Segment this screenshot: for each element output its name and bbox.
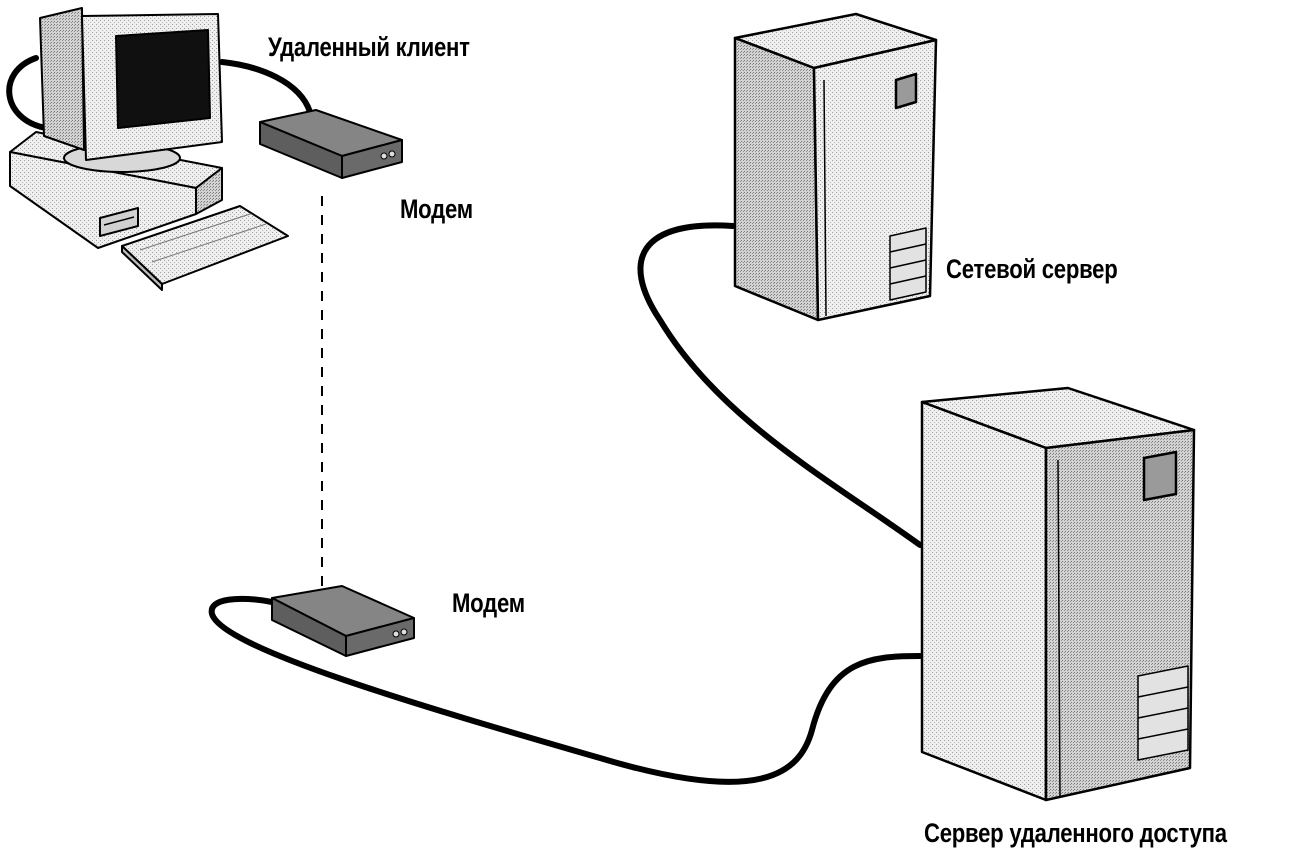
cable-client-modem: [6, 55, 313, 131]
network-server: [733, 12, 938, 322]
modem-bottom-side: [271, 597, 347, 657]
modem-top-side: [259, 121, 343, 179]
monitor-screen: [115, 29, 211, 129]
cable-modem-server: [208, 595, 923, 785]
label-network-server: Сетевой сервер: [946, 255, 1118, 285]
remote-client-computer: [9, 7, 289, 291]
label-modem-top: Модем: [400, 195, 473, 225]
network-server-panel: [894, 72, 918, 110]
cables: [6, 55, 923, 785]
pc-base-side: [195, 167, 223, 215]
network-server-drive-bays: [889, 227, 927, 301]
monitor-back: [39, 7, 85, 151]
ras-panel: [1142, 450, 1178, 502]
remote-access-server: [920, 386, 1196, 802]
label-modem-bottom: Модем: [452, 589, 525, 619]
ras-side: [920, 400, 1048, 802]
floppy-slot: [99, 207, 139, 237]
ras-drive-bays: [1137, 665, 1189, 761]
label-remote-client: Удаленный клиент: [268, 33, 470, 63]
pc-base-front: [9, 151, 197, 249]
modem-bottom: [271, 585, 415, 657]
modem-top: [259, 109, 403, 179]
network-server-side: [733, 36, 820, 322]
cable-network-server: [637, 222, 923, 548]
label-remote-access-server: Сервер удаленного доступа: [924, 819, 1227, 849]
